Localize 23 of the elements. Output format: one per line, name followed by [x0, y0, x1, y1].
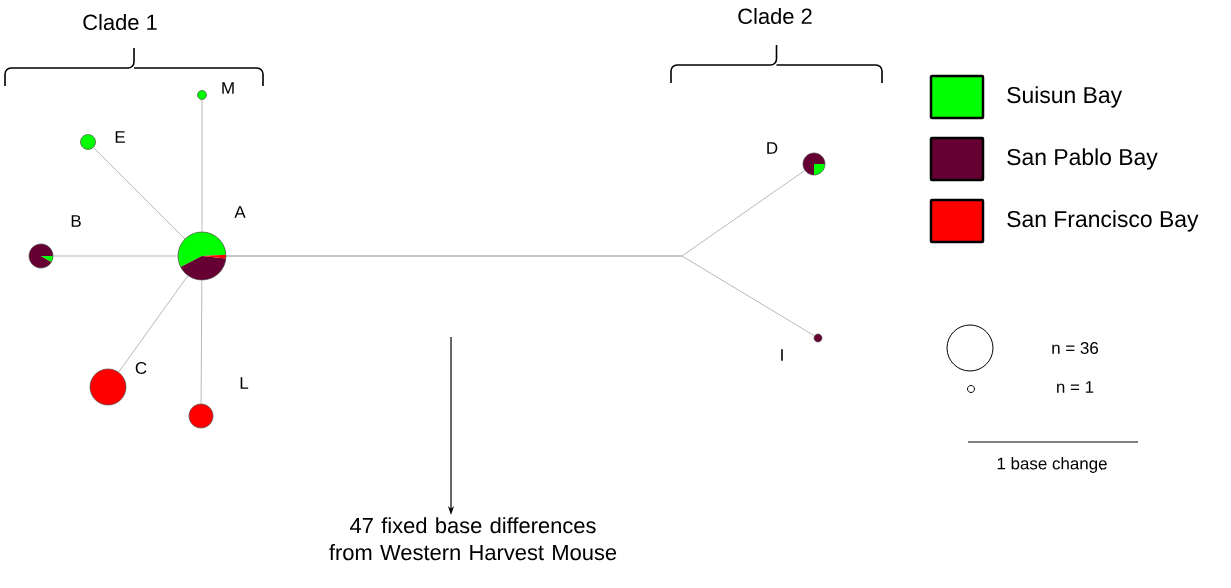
- haplotype-label: E: [115, 131, 125, 143]
- haplotype-label: D: [767, 142, 778, 154]
- size-label: n = 1: [1057, 381, 1094, 393]
- network-line: [225, 255, 815, 337]
- haplotype-label: L: [240, 377, 249, 389]
- haplotype-label: B: [71, 215, 81, 227]
- network-line: [93, 147, 186, 240]
- caption-text: 47 fixed base differences from Western Harvest Mouse: [329, 517, 617, 561]
- legend-label: San Pablo Bay: [1007, 148, 1158, 170]
- legend-label: Suisun Bay: [1007, 86, 1123, 108]
- haplotype-label: M: [222, 82, 234, 94]
- network-line: [200, 279, 203, 405]
- clade-label: Clade 2: [738, 7, 812, 25]
- haplotype-label: I: [781, 349, 783, 361]
- clade-label: Clade 1: [83, 13, 157, 31]
- legend-label: San Francisco Bay: [1007, 210, 1199, 232]
- haplotype-label: A: [234, 206, 246, 218]
- network-line: [52, 255, 179, 257]
- size-label: n = 36: [1052, 342, 1098, 354]
- haplotype-label: C: [135, 362, 147, 374]
- network-line: [201, 99, 203, 233]
- network-line: [118, 275, 189, 373]
- scale-label: 1 base change: [997, 457, 1107, 473]
